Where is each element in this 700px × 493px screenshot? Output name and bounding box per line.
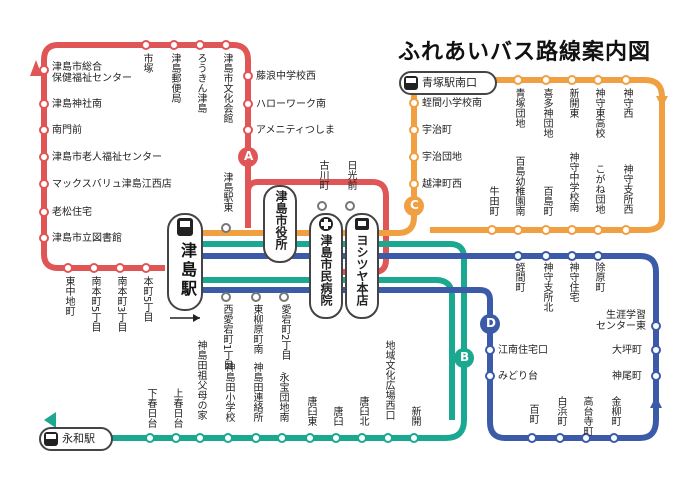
route-c-arrow-icon [656,96,668,108]
stop-label: 愛宕町2丁目 [279,304,290,361]
stop-label: 南本町3丁目 [115,276,126,333]
route-b-line [60,241,467,441]
route-a-arrow-icon [30,60,42,76]
stop-label: 新開東 [567,88,578,118]
bus-icon [404,76,418,90]
route-d-arrow-icon [650,396,662,408]
route-b-badge [454,348,474,368]
stop-label: 藤浪中学校西 [256,71,316,82]
hub-yoshitsuya: ヨシツヤ本店 [355,234,369,306]
stop-label: 百島幼稚園南 [513,156,524,216]
stop-label: 地域文化広場西口 [383,340,394,420]
stop-label: 津島市老人福祉センター [52,152,162,163]
terminal-eiwa: 永和駅 [62,432,95,445]
stop-label: 神島田祖父母の家 [195,340,206,420]
stop-label: 神守東高校 [593,88,604,138]
stop-label: 西愛宕町1丁目 [221,304,232,371]
stop-label: 神尾町 [612,371,642,382]
route-d-badge [480,314,500,334]
stop-label: 東柳原町南 [251,304,262,354]
shop-icon [355,218,369,230]
stop-label: 神守西 [621,88,632,118]
stop-label: 神守中学校南 [567,152,578,212]
hub-tsushima-station: 津島駅 [178,242,197,299]
stop-label: 市塚 [141,53,152,73]
stop-label: 新開 [409,406,420,426]
stop-label: 高台寺町 [581,396,592,436]
bus-icon [44,432,58,446]
stop-label: 南門前 [52,125,82,136]
stop-label: 神島田連絡所 [251,362,262,422]
stop-label: 百島町 [541,186,552,216]
route-c-badge [404,196,424,216]
route-c-line [200,77,665,236]
stop-label: 永宝団地南 [277,372,288,422]
stop-label: 神守支所西 [621,164,632,214]
stop-label: 牛田町 [487,186,498,216]
stop-label: 蛭間小学校南 [422,98,482,109]
stop-label: ハローワーク南 [256,99,326,110]
eiwa-terminal-box [39,427,113,451]
route-a-line [41,42,389,275]
stop-label: 江南住宅口 [498,345,548,356]
yoshitsuya-box [345,213,379,319]
stop-label: 宇治町 [422,125,452,136]
stop-label: 喜多神団地 [541,88,552,138]
route-d-label: D [486,316,496,330]
stop-label: 古川町 [317,160,328,190]
route-c-label: C [410,198,419,212]
route-a-label: A [244,149,254,163]
stop-label: 津島郵便局 [169,53,180,103]
stop-label: みどり台 [498,371,538,382]
stop-label: 老松住宅 [52,207,92,218]
stop-label: 越津町西 [422,179,462,190]
terminal-aotsuka: 青塚駅南口 [422,76,477,89]
stop-label: 蛭間町 [513,262,524,292]
route-d-line [200,253,659,441]
city-hall-box [263,185,297,263]
aotsuka-terminal-box [399,71,497,95]
stop-label: 津島市立図書館 [52,233,122,244]
stop-label: 日光前 [345,160,356,190]
stop-label: 津島市文化会館 [221,53,232,123]
stop-label: 唐臼東 [305,396,316,426]
stop-label: 唐臼北 [357,396,368,426]
bus-icon [177,218,193,236]
stop-label: 下春日台 [145,388,156,428]
stop-label: こがね団地 [593,164,604,214]
stop-label: 唐臼 [331,406,342,426]
stop-label: 津島市総合 保健福祉センター [52,62,132,84]
page-title: ふれあいバス路線案内図 [398,40,652,65]
direction-arrow-icon [193,314,200,322]
hub-city-hall: 津島市役所 [274,190,288,250]
stop-label: 南本町5丁目 [89,276,100,333]
stop-label: ろうきん津島 [195,53,206,113]
hub-hospital: 津島市民病院 [319,234,333,306]
route-b-arrow-icon [44,412,56,428]
stop-label: 金柳町 [609,396,620,426]
stop-label: 上春日台 [171,388,182,428]
hospital-box [309,213,343,319]
stop-label: 神島田小学校 [223,362,234,422]
stop-label: 生涯学習 センター東 [596,310,646,332]
stop-label: 東中地町 [63,276,74,316]
stop-label: 百町 [527,404,538,424]
route-a-badge [238,147,258,167]
stop-label: 白浜町 [555,396,566,426]
stop-label: 津島神社南 [52,99,102,110]
stop-label: 津島駅東 [221,172,232,212]
stop-label: 大坪町 [612,345,642,356]
stop-label: マックスバリュ津島江西店 [52,179,172,190]
hospital-cross-icon [319,217,333,231]
tsushima-station-box [167,213,203,311]
stop-label: 神守住宅 [567,262,578,302]
stop-label: 本町5丁目 [141,276,152,323]
stop-label: 宇治団地 [422,152,462,163]
route-b-label: B [460,350,470,364]
stop-label: 除原町 [593,262,604,292]
stop-label: 青塚団地 [513,88,524,128]
stop-label: 神守支所北 [541,262,552,312]
stop-label: アメニティつしま [256,125,335,136]
